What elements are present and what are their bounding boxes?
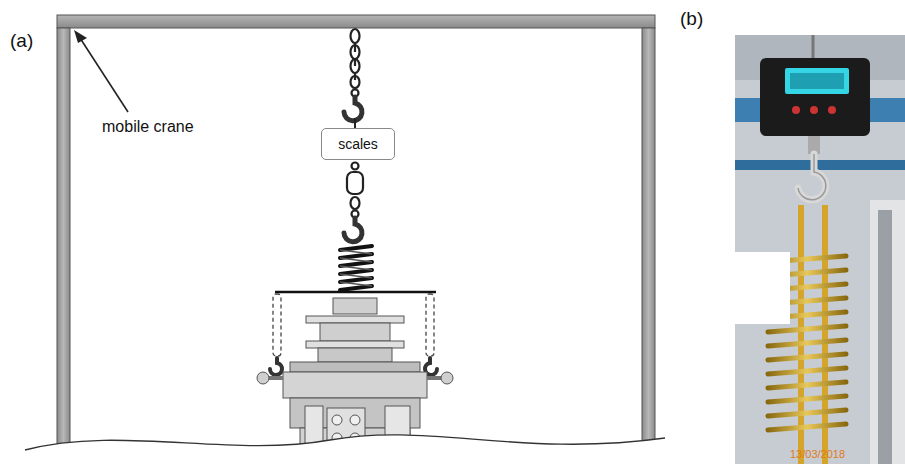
panel-label: (b): [680, 8, 703, 30]
photo: [735, 35, 905, 464]
panel-label: (a): [10, 30, 33, 52]
part-name: mobile crane: [102, 118, 194, 136]
scales-box: scales: [321, 128, 395, 160]
photo-timestamp: 13/03/2018: [790, 448, 845, 460]
node-text: scales: [338, 136, 378, 152]
